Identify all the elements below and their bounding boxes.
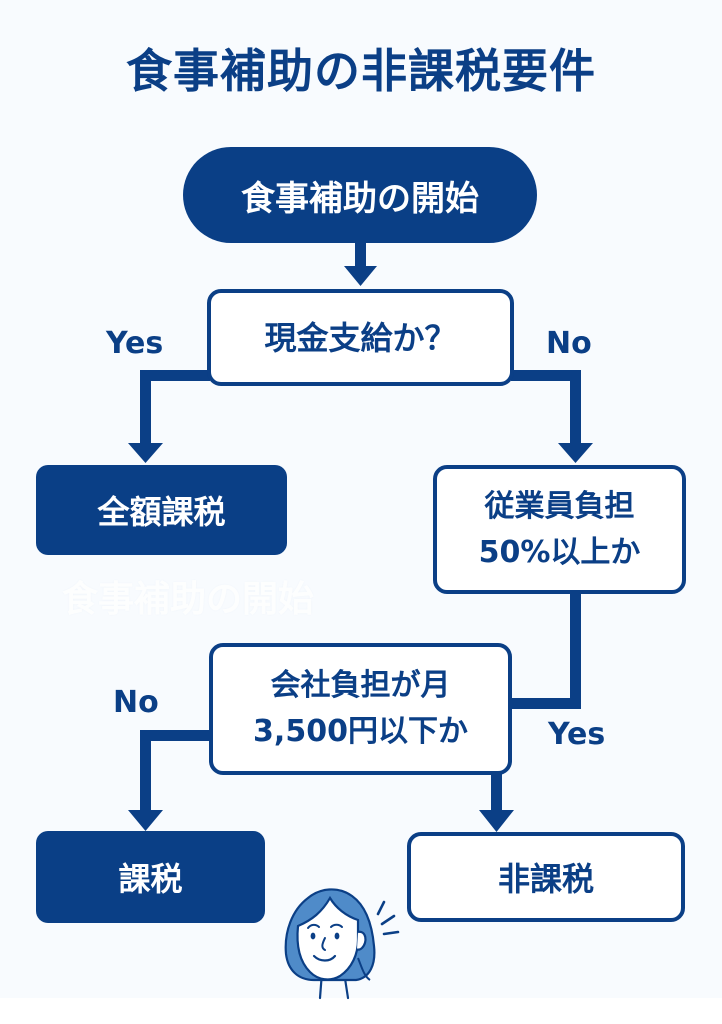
hair-strand <box>357 957 371 981</box>
eyebrow-right <box>330 923 343 928</box>
decision-employee-share-line2: 50%以上か <box>478 534 641 570</box>
result-full-tax: 全額課税 <box>36 465 287 555</box>
result-tax: 課税 <box>36 831 265 923</box>
decision-company-share: 会社負担が月 3,500円以下か <box>209 643 512 775</box>
start-node-label: 食事補助の開始 <box>241 178 479 219</box>
diagram-title: 食事補助の非課税要件 <box>126 44 596 98</box>
edge-label-cash-yes: Yes <box>106 326 164 361</box>
woman-smiling-icon <box>284 888 400 1000</box>
mouth <box>312 954 337 962</box>
woman-illustration <box>284 888 376 1000</box>
ghost-text: 食事補助の開始 <box>62 579 315 620</box>
result-tax-label: 課税 <box>118 860 183 898</box>
nose <box>321 937 326 951</box>
decision-cash-payment-label: 現金支給か？ <box>264 318 457 357</box>
emphasis-lines-icon <box>376 900 400 936</box>
edge-label-employee-yes: Yes <box>548 717 606 752</box>
result-full-tax-label: 全額課税 <box>97 493 226 531</box>
decision-employee-share: 従業員負担 50%以上か <box>433 465 686 594</box>
decision-cash-payment: 現金支給か？ <box>207 289 514 386</box>
edge-label-cash-no: No <box>546 326 592 361</box>
ear <box>356 930 367 951</box>
eye-left <box>310 932 316 940</box>
result-non-tax-label: 非課税 <box>497 860 594 898</box>
start-node: 食事補助の開始 <box>183 147 537 243</box>
result-non-tax: 非課税 <box>407 832 685 922</box>
decision-employee-share-line1: 従業員負担 <box>484 488 635 524</box>
eye-right <box>334 932 340 940</box>
decision-company-share-line2: 3,500円以下か <box>253 714 468 749</box>
eyebrow-left <box>307 923 320 929</box>
edge-label-company-no: No <box>113 685 159 720</box>
decision-company-share-line1: 会社負担が月 <box>270 668 451 703</box>
face <box>296 895 360 981</box>
